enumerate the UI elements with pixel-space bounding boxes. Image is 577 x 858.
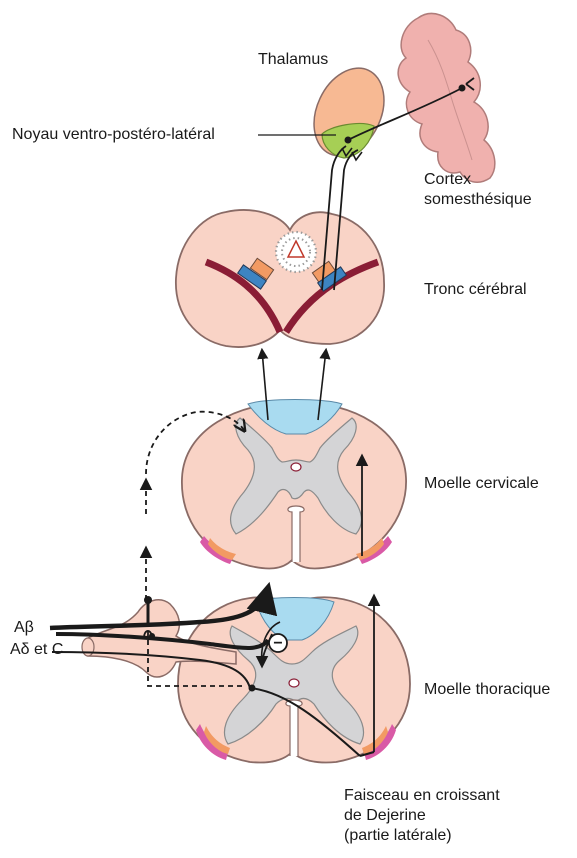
cervical-cord-section [182, 400, 406, 569]
label-cortex: Cortex somesthésique [424, 170, 532, 210]
label-tract: Faisceau en croissant de Dejerine (parti… [344, 786, 500, 846]
label-fiber-adelta-c: Aδ et C [10, 640, 63, 660]
label-cortex-line2: somesthésique [424, 190, 532, 210]
inhibition-sign: − [273, 635, 282, 652]
label-thalamus: Thalamus [258, 50, 328, 70]
label-cortex-line1: Cortex [424, 170, 532, 190]
label-vpl-nucleus: Noyau ventro-postéro-latéral [12, 125, 215, 145]
label-thoracic-cord: Moelle thoracique [424, 680, 550, 700]
label-fiber-abeta: Aβ [14, 618, 34, 638]
somatosensory-cortex [398, 14, 495, 183]
brainstem-section [176, 210, 384, 347]
label-tract-line1: Faisceau en croissant [344, 786, 500, 806]
label-cervical-cord: Moelle cervicale [424, 474, 539, 494]
label-brainstem: Tronc cérébral [424, 280, 527, 300]
label-tract-line2: de Dejerine [344, 806, 500, 826]
aqueduct-area [276, 232, 316, 272]
inhibition-marker: − [269, 634, 287, 652]
label-tract-line3: (partie latérale) [344, 826, 500, 846]
thalamus [301, 57, 398, 167]
